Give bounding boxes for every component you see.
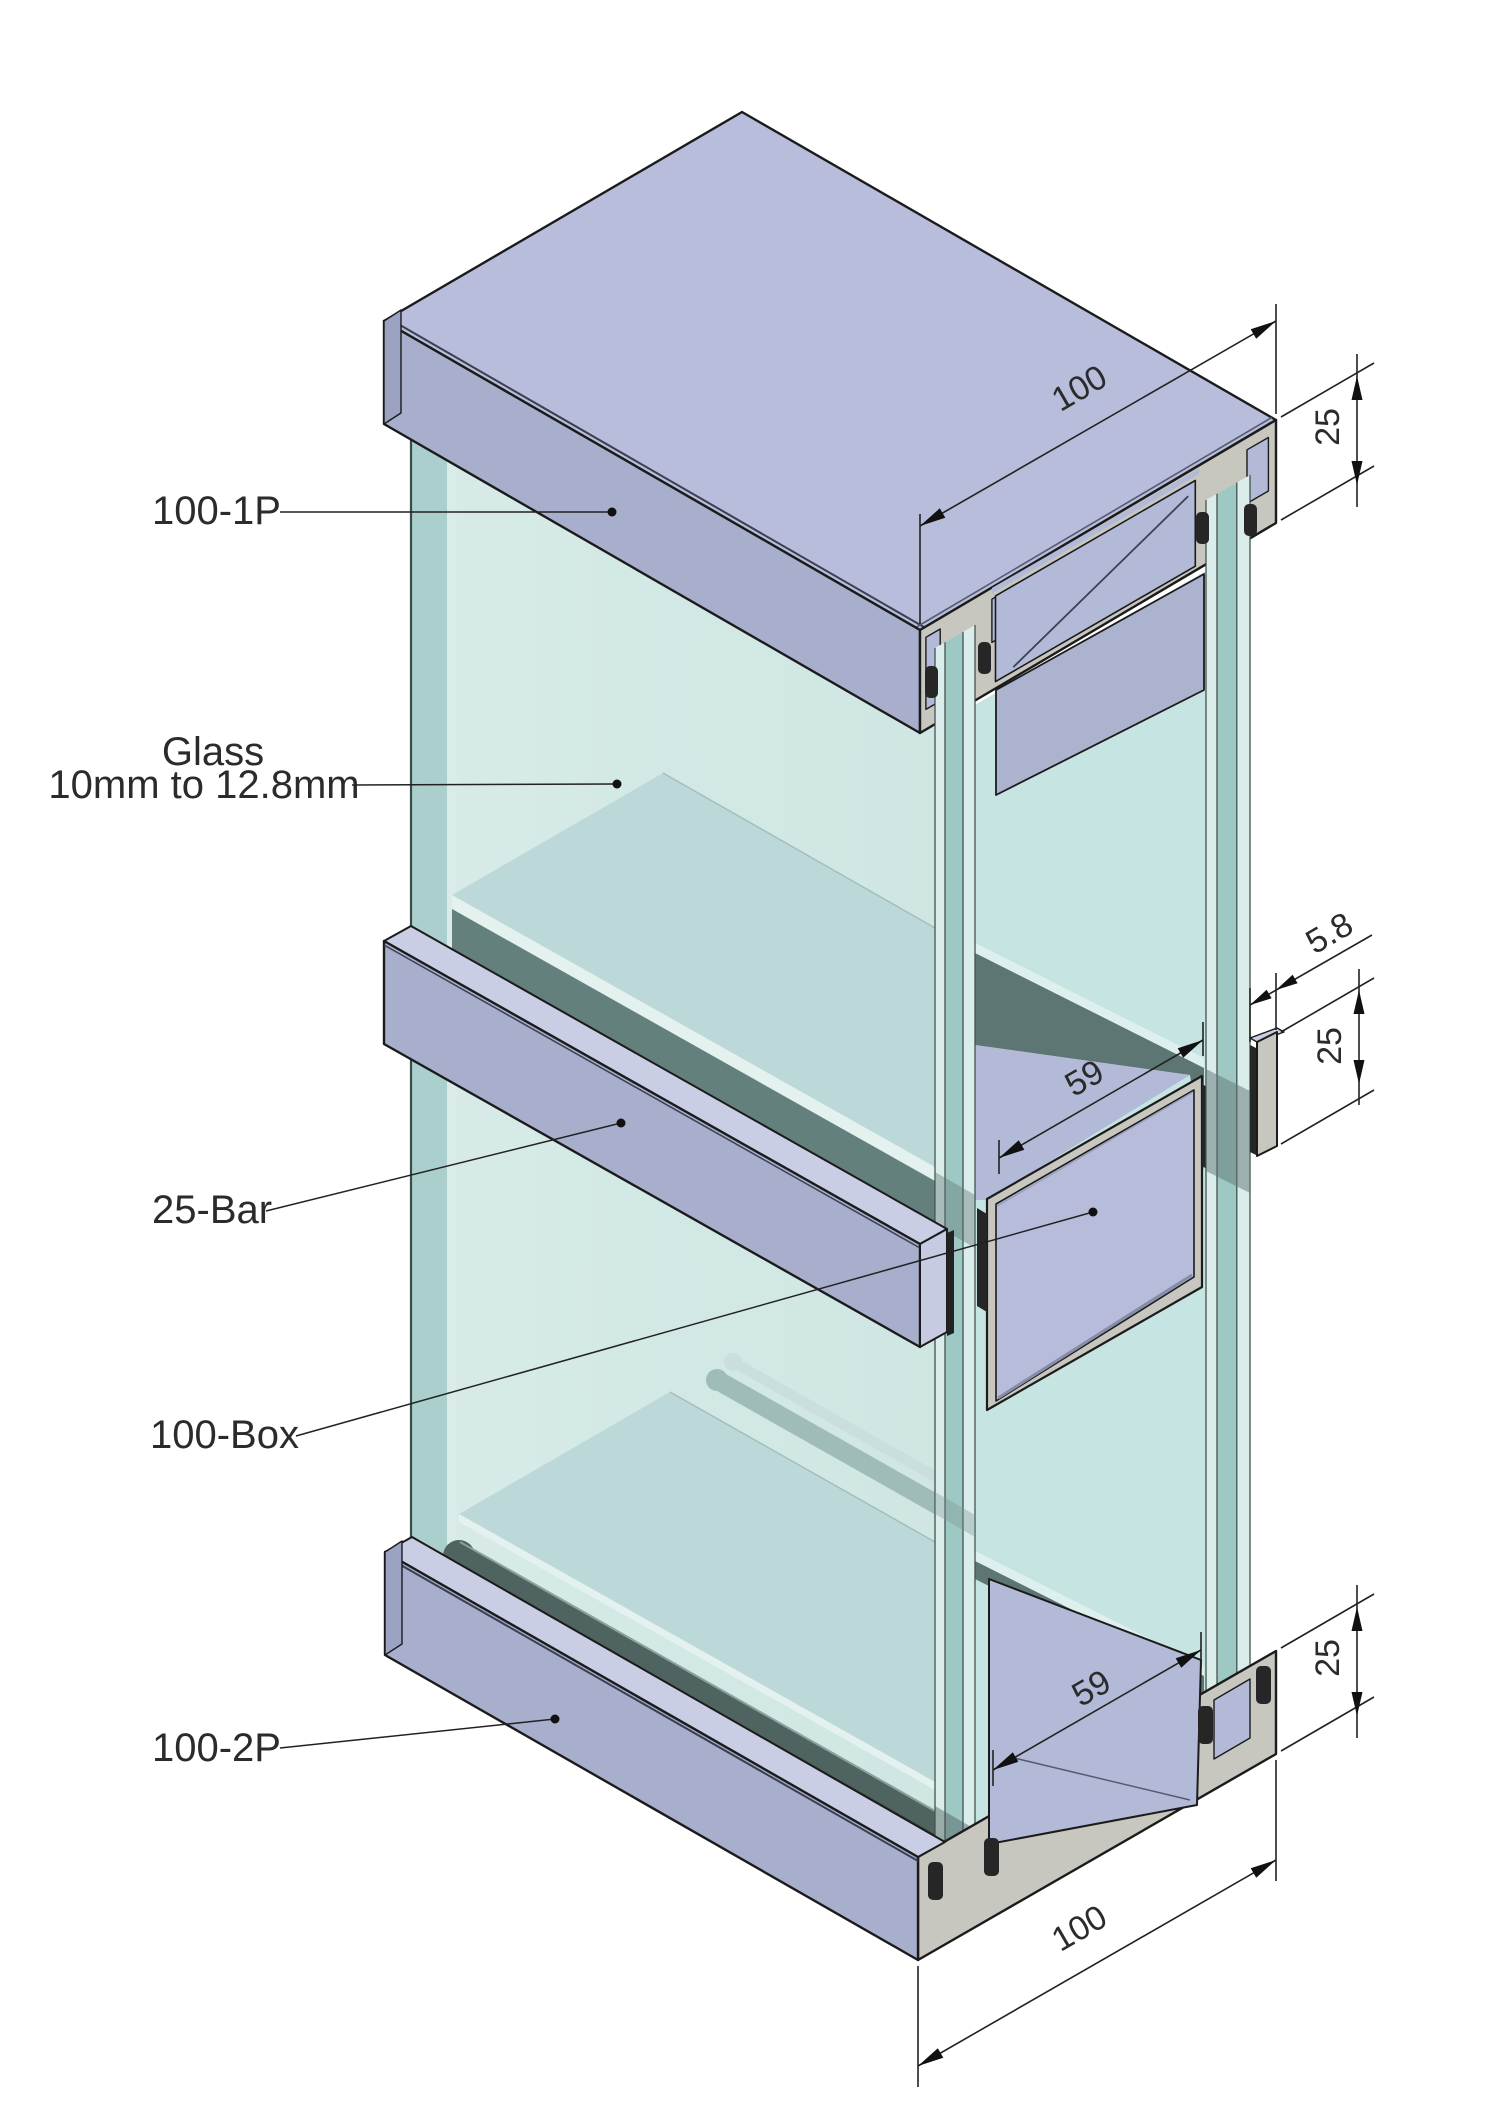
svg-text:25: 25 (1309, 1639, 1347, 1677)
svg-text:100-Box: 100-Box (150, 1413, 299, 1457)
svg-text:10mm to 12.8mm: 10mm to 12.8mm (48, 763, 359, 807)
svg-text:100-1P: 100-1P (152, 489, 281, 533)
svg-text:100-2P: 100-2P (152, 1726, 281, 1770)
svg-text:25: 25 (1309, 408, 1347, 446)
svg-text:25-Bar: 25-Bar (152, 1188, 272, 1232)
svg-text:25: 25 (1311, 1027, 1349, 1065)
svg-text:Glass: Glass (162, 730, 264, 774)
